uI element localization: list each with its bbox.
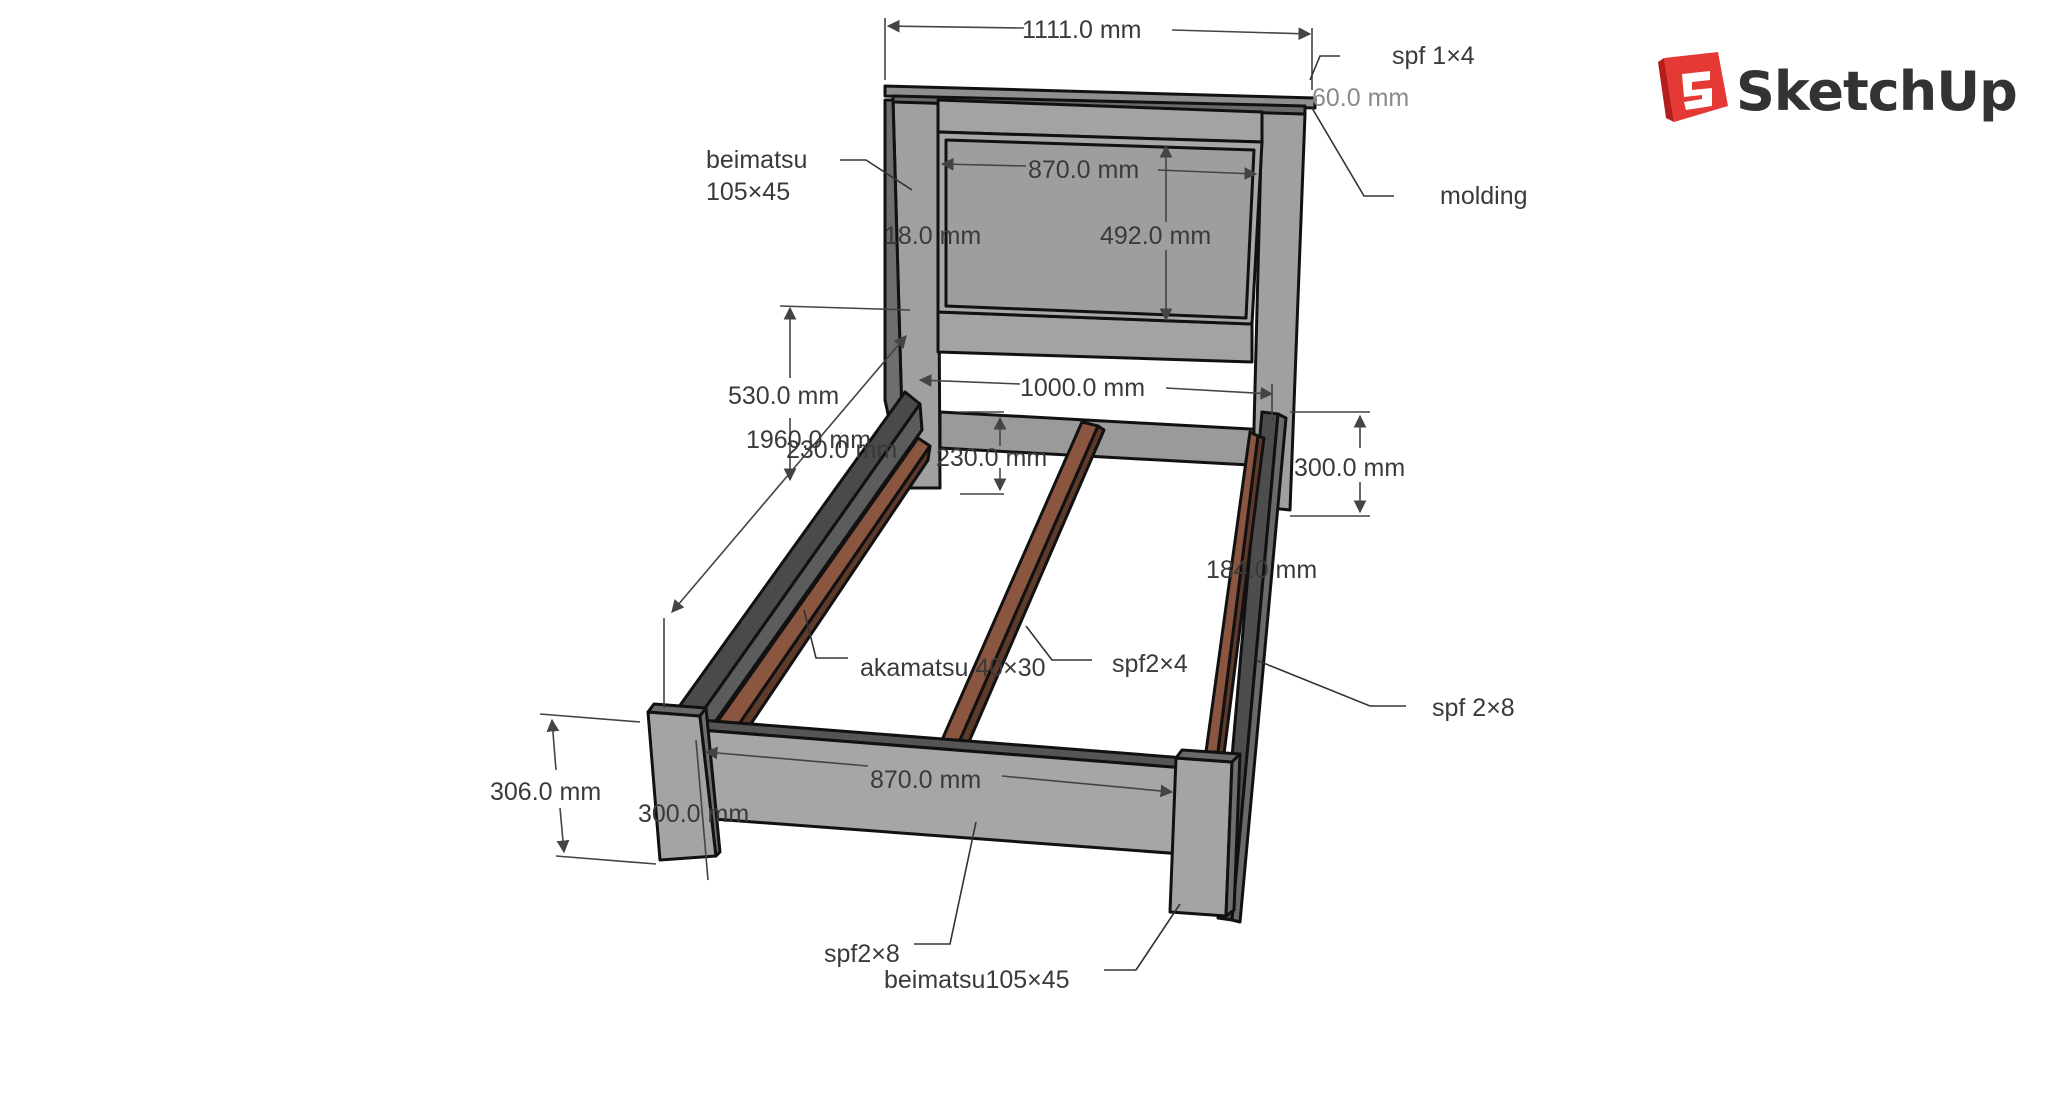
sketchup-logo-icon [1658,52,1728,122]
dim-footboard-inner-width: 870.0 mm [870,766,981,794]
label-beimatsu-foot: beimatsu105×45 [884,966,1070,994]
footboard [646,702,1242,918]
dimension-labels: 1111.0 mm 60.0 mm 870.0 mm 18.0 mm 492.0… [490,16,1409,828]
dim-frame-thickness: 18.0 mm [884,222,981,250]
part-labels: spf 1×4 molding beimatsu 105×45 akamatsu… [706,42,1528,994]
dim-panel-width: 870.0 mm [1028,156,1139,184]
dim-headboard-width: 1111.0 mm [1022,16,1142,44]
left-cleat [704,436,932,748]
dim-footboard-rail-height: 300.0 mm [638,800,749,828]
label-beimatsu-line2: 105×45 [706,178,790,206]
right-side-rail [1204,410,1288,924]
dim-rail-height-left: 230.0 mm [786,436,897,464]
dim-rail-height-center: 230.0 mm [936,444,1047,472]
dim-side-rail-height: 300.0 mm [1294,454,1405,482]
footboard-right-post [1168,756,1234,918]
leader-lines [803,55,1406,971]
label-spf-2x8-side: spf 2×8 [1432,694,1515,722]
dim-slat-spacing: 184.0 mm [1206,556,1317,584]
label-spf2x8-foot: spf2×8 [824,940,900,968]
sketchup-logo: SketchUp [1658,52,2018,123]
dim-footboard-post-height: 306.0 mm [490,778,601,806]
sketchup-logo-text: SketchUp [1736,60,2017,123]
dim-post-height-upper: 530.0 mm [728,382,839,410]
label-akamatsu: akamatsu 40×30 [860,654,1046,682]
label-beimatsu-line1: beimatsu [706,146,807,174]
label-molding: molding [1440,182,1528,210]
dim-headboard-inner-width: 1000.0 mm [1020,374,1145,402]
label-spf2x4: spf2×4 [1112,650,1188,678]
dim-molding-height: 60.0 mm [1312,84,1409,112]
dimension-lines [539,18,1370,881]
label-spf-1x4: spf 1×4 [1392,42,1475,70]
dim-bed-length: 1960.0 mm [746,426,871,454]
dim-panel-height: 492.0 mm [1100,222,1211,250]
